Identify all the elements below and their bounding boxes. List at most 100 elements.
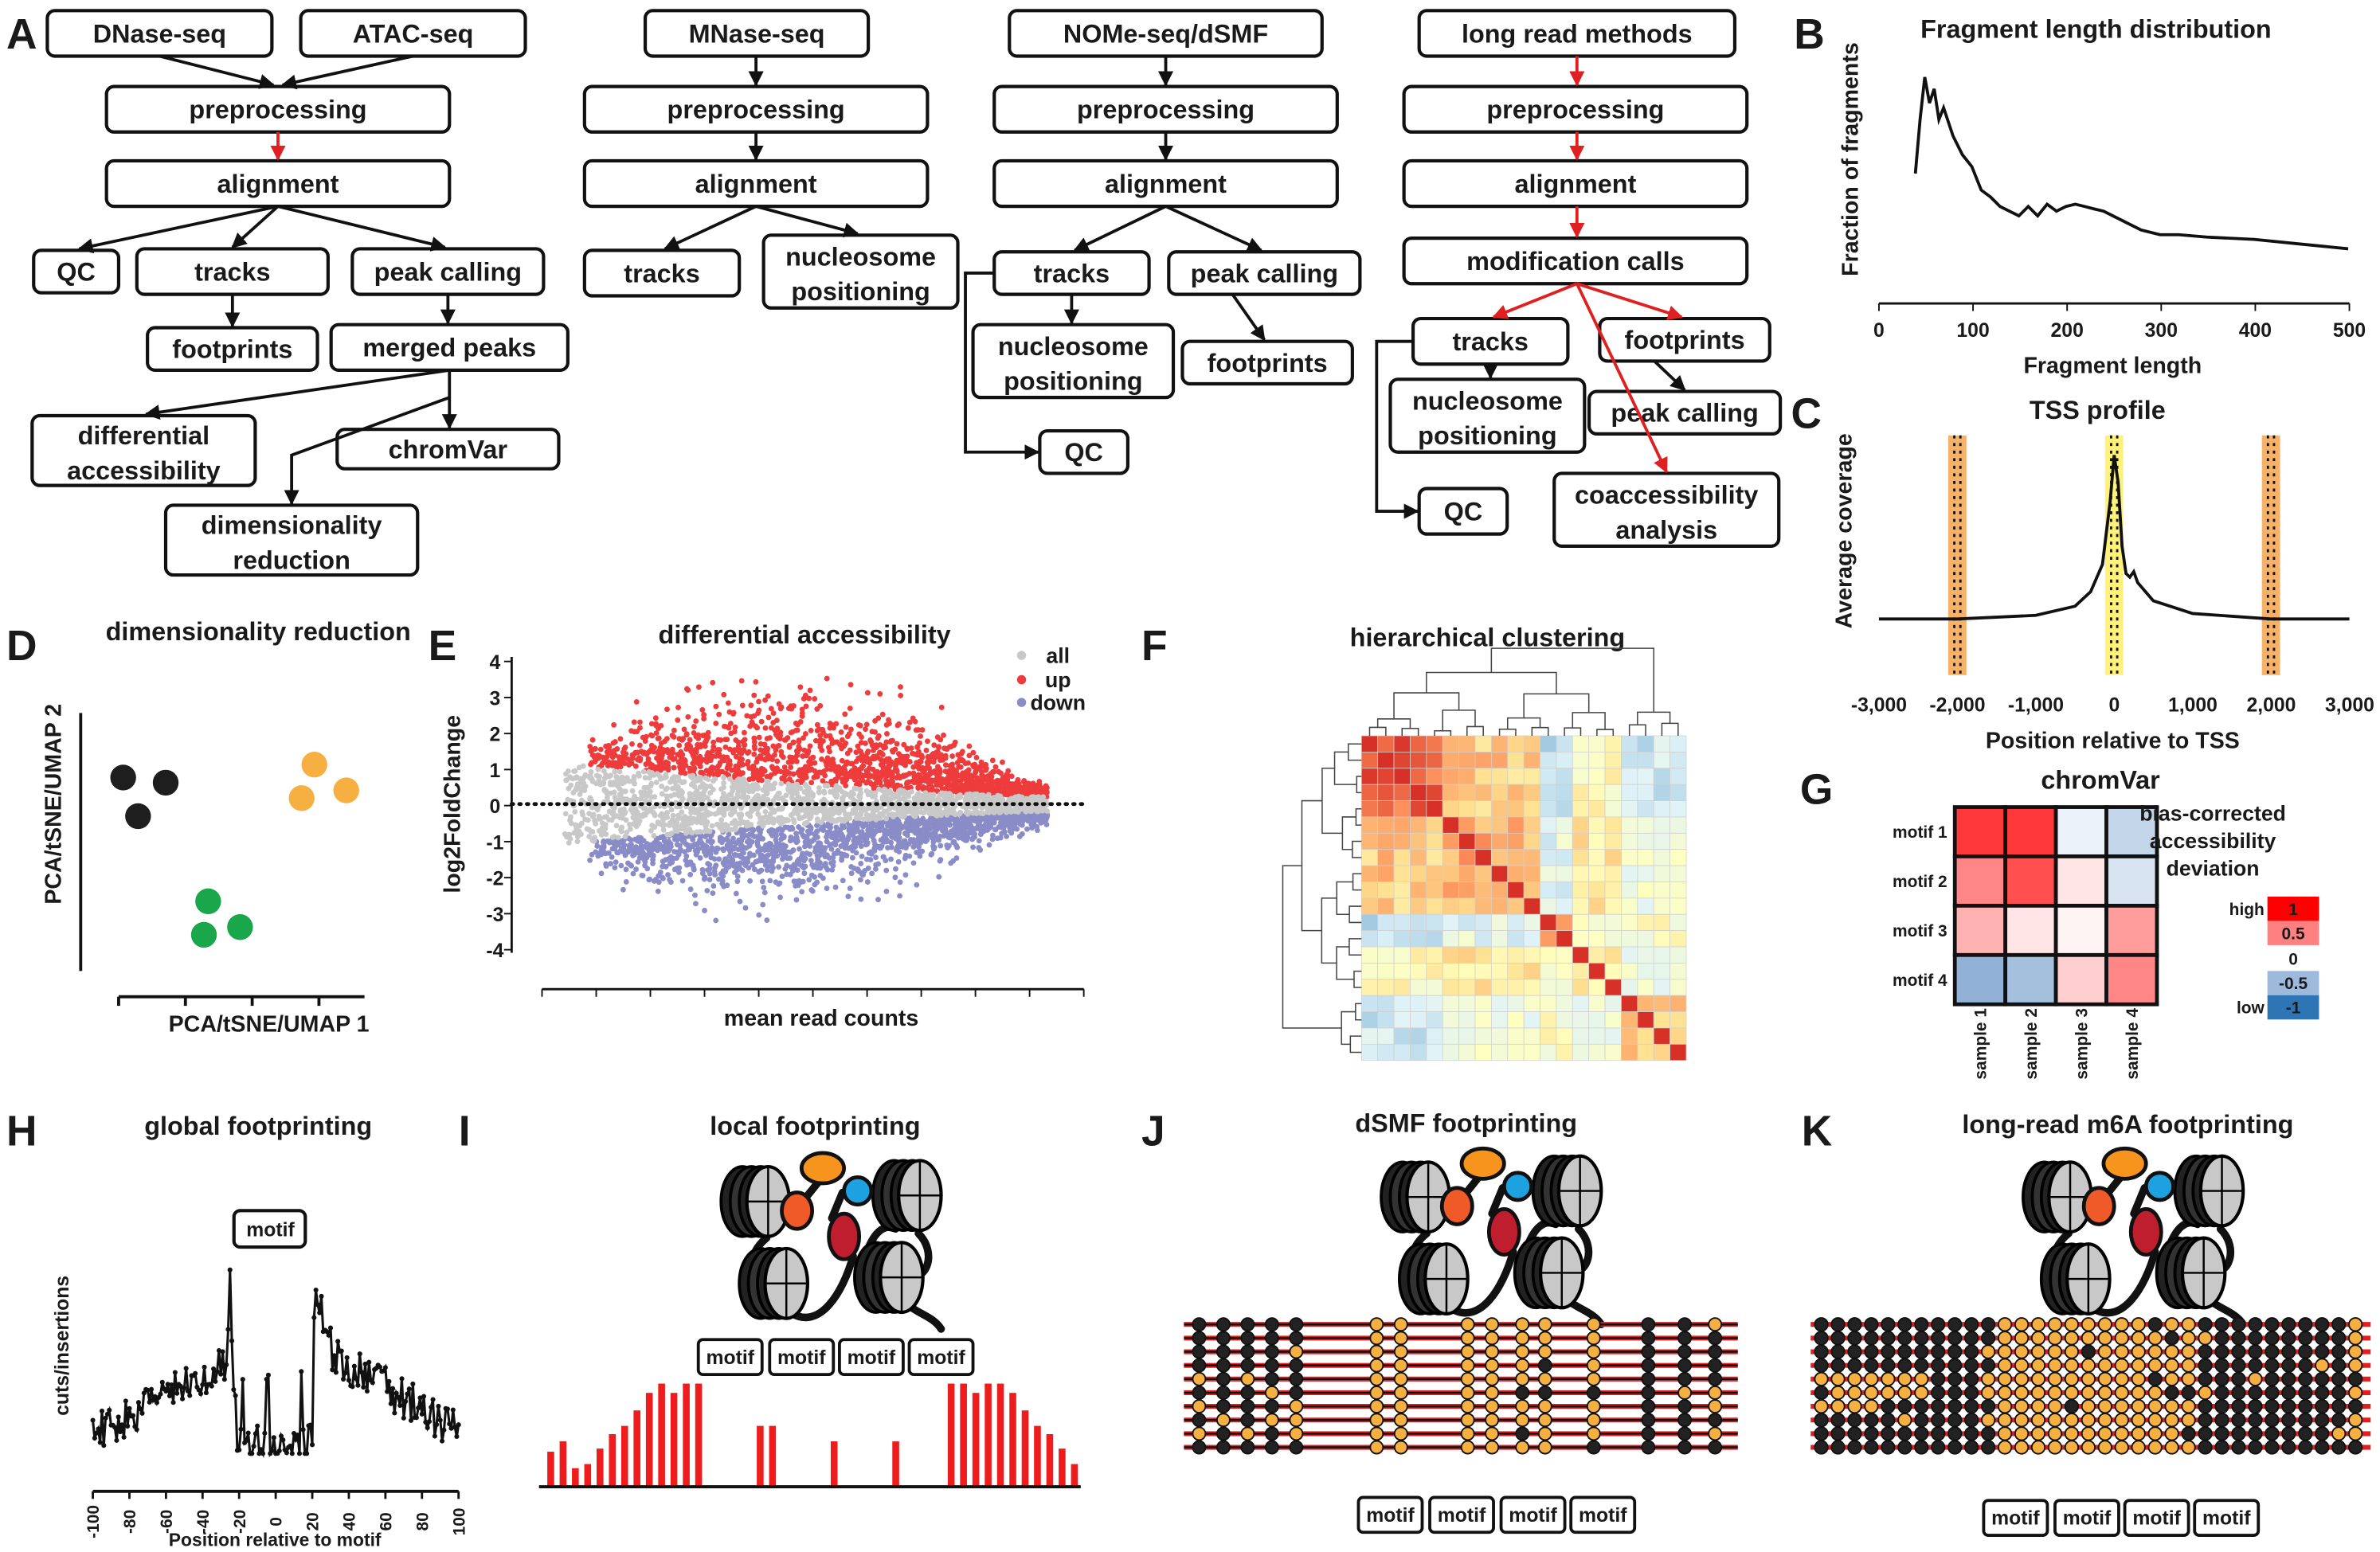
y-axis-label: Average coverage <box>1832 433 1857 628</box>
point-down <box>761 885 767 890</box>
point-down <box>761 889 768 896</box>
point-all <box>654 771 660 777</box>
y-tick-label: 1 <box>490 760 501 782</box>
point-up <box>786 742 793 749</box>
point-up <box>671 734 677 740</box>
point-down <box>598 846 605 853</box>
point-down <box>875 861 882 867</box>
heatmap-cell <box>1410 735 1427 753</box>
point-up <box>904 745 910 752</box>
point-up <box>848 726 854 733</box>
point-all <box>578 820 585 827</box>
heatmap-cell <box>1540 849 1557 866</box>
line-series <box>1913 76 2349 251</box>
point-up <box>658 741 664 746</box>
point-up <box>697 759 703 765</box>
point-down <box>705 838 711 844</box>
point-all <box>970 810 977 816</box>
point-down <box>767 878 773 884</box>
heatmap-cell <box>1621 995 1638 1012</box>
point-all <box>587 795 593 801</box>
point-all <box>623 817 629 823</box>
flow-box: alignment <box>104 158 452 209</box>
heatmap-cell <box>1670 882 1687 899</box>
flow-box-label: ATAC-seq <box>353 19 474 48</box>
point-up <box>858 765 864 772</box>
point-up <box>936 772 942 779</box>
x-tick-label: 3,000 <box>2325 695 2374 717</box>
point-up <box>635 756 640 763</box>
point-down <box>716 856 722 862</box>
point-up <box>904 780 910 786</box>
point-up <box>701 716 707 721</box>
heatmap-cell <box>1442 832 1459 850</box>
point-up <box>645 756 652 762</box>
point-down <box>894 824 901 831</box>
point-up <box>671 764 677 771</box>
point-down <box>672 835 679 841</box>
point-up <box>770 720 777 725</box>
heatmap-cell <box>1377 768 1395 785</box>
heatmap-cell <box>1377 752 1395 769</box>
point-down <box>618 862 624 869</box>
flow-box-label: QC <box>57 257 96 286</box>
flow-box-frame <box>1167 250 1362 296</box>
point-up <box>738 748 744 754</box>
point-down <box>914 882 920 888</box>
heatmap-cell <box>1653 930 1670 948</box>
point-down <box>923 836 930 842</box>
cluster-point <box>301 752 327 778</box>
heatmap-cell <box>1410 784 1427 801</box>
point-all <box>790 786 797 792</box>
point-down <box>667 877 673 883</box>
heatmap-cell <box>1442 784 1459 801</box>
flow-box: peak calling <box>1587 389 1783 436</box>
panel-label: C <box>1791 390 1822 437</box>
point-all <box>613 823 620 829</box>
point-up <box>777 733 784 739</box>
legend-label: all <box>1046 644 1070 668</box>
point-up <box>869 729 875 735</box>
point-down <box>906 853 913 859</box>
point-up <box>864 779 871 785</box>
point-up <box>801 747 808 753</box>
heatmap-cell <box>1653 800 1670 818</box>
point-up <box>949 761 956 768</box>
point-up <box>869 773 875 780</box>
flow-box-label: tracks <box>624 259 699 287</box>
chart-title: Fragment length distribution <box>1920 15 2272 44</box>
point-up <box>671 727 677 733</box>
point-up <box>799 710 805 717</box>
heatmap-cell <box>1474 963 1492 980</box>
heatmap-cell <box>1523 897 1540 915</box>
point-all <box>760 823 766 829</box>
flow-box: preprocessing <box>582 84 930 134</box>
heatmap-cell <box>1442 995 1459 1012</box>
heatmap-cell <box>1458 897 1476 915</box>
point-down <box>702 874 708 881</box>
panel-label: H <box>6 1108 37 1155</box>
point-all <box>604 814 609 819</box>
point-up <box>634 729 640 735</box>
point-all <box>712 776 718 782</box>
point-down <box>908 839 914 844</box>
heatmap-cell <box>1653 897 1670 915</box>
point-up <box>894 767 899 772</box>
point-down <box>906 815 913 821</box>
point-up <box>611 721 617 728</box>
heatmap-cell <box>1490 897 1509 915</box>
point-down <box>718 870 724 877</box>
point-down <box>644 866 651 872</box>
point-all <box>695 795 702 801</box>
point-all <box>887 790 894 796</box>
point-down <box>750 862 756 868</box>
point-down <box>847 885 853 891</box>
point-down <box>720 846 726 852</box>
point-up <box>802 731 808 737</box>
y-tick-label: 2 <box>490 725 501 746</box>
point-up <box>865 749 871 754</box>
point-all <box>563 771 569 777</box>
